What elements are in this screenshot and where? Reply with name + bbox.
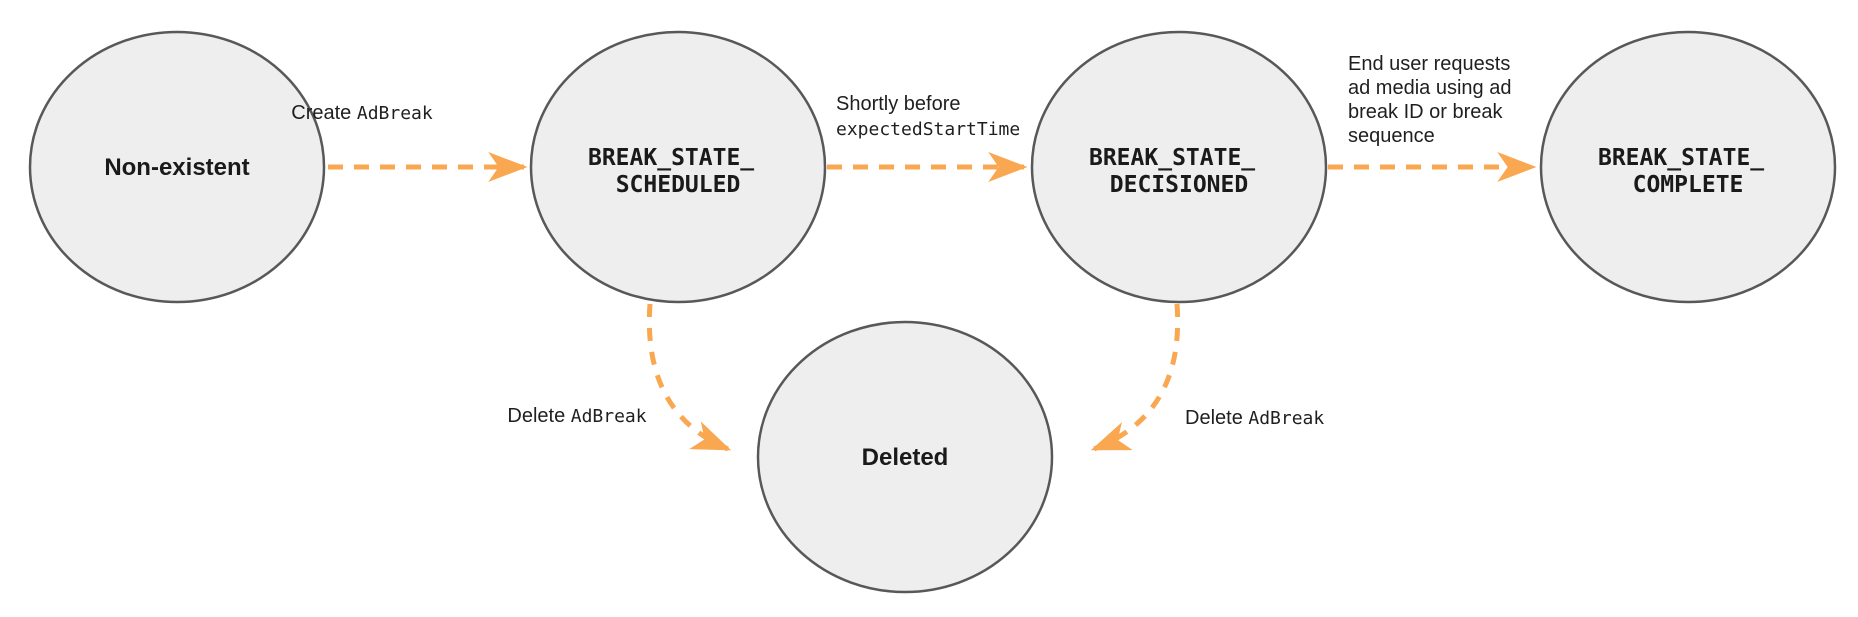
node-circle-break-state-scheduled (529, 30, 827, 304)
edge-label-end-user-line3: break ID or break (1348, 101, 1504, 123)
edge-label-delete-left-code: AdBreak (571, 406, 647, 427)
edge-label-create-plain: Create (291, 102, 357, 124)
edge-label-end-user-requests: End user requests ad media using ad brea… (1348, 53, 1511, 147)
edge-arrow-delete-scheduled (646, 303, 732, 452)
node-label-complete-line2: COMPLETE (1633, 172, 1744, 198)
edge-label-end-user-line2: ad media using ad (1348, 77, 1511, 99)
node-circle-break-state-complete (1539, 30, 1837, 304)
edge-label-shortly-before-line1: Shortly before (836, 93, 961, 115)
edge-label-delete-adbreak-left: Delete AdBreak (507, 405, 646, 427)
node-label-complete: BREAK_STATE_ COMPLETE (1598, 145, 1778, 198)
edge-label-delete-adbreak-right: Delete AdBreak (1185, 407, 1324, 429)
edge-label-delete-right-code: AdBreak (1248, 408, 1324, 429)
node-label-complete-line1: BREAK_STATE_ (1598, 145, 1764, 171)
node-circle-break-state-decisioned (1030, 30, 1328, 304)
edge-label-shortly-before: Shortly before expectedStartTime (836, 93, 1020, 140)
edge-arrow-delete-decisioned (1090, 303, 1181, 452)
node-label-scheduled-line1: BREAK_STATE_ (588, 145, 754, 171)
node-label-scheduled: BREAK_STATE_ SCHEDULED (588, 145, 768, 198)
edge-label-end-user-line1: End user requests (1348, 53, 1510, 75)
edge-label-create-code: AdBreak (357, 103, 433, 124)
node-circle-non-existent (28, 30, 326, 304)
node-label-deleted: Deleted (862, 444, 949, 471)
node-label-scheduled-line2: SCHEDULED (616, 172, 741, 198)
node-circle-deleted (756, 320, 1054, 594)
node-label-decisioned: BREAK_STATE_ DECISIONED (1089, 145, 1269, 198)
node-label-non-existent: Non-existent (104, 154, 249, 181)
node-label-decisioned-line1: BREAK_STATE_ (1089, 145, 1255, 171)
edge-label-delete-right-plain: Delete (1185, 407, 1248, 429)
edge-label-create-adbreak: Create AdBreak (291, 102, 433, 124)
edge-label-delete-left-plain: Delete (507, 405, 570, 427)
edge-label-end-user-line4: sequence (1348, 125, 1435, 147)
node-label-decisioned-line2: DECISIONED (1110, 172, 1248, 198)
edge-label-shortly-before-line2: expectedStartTime (836, 119, 1020, 140)
